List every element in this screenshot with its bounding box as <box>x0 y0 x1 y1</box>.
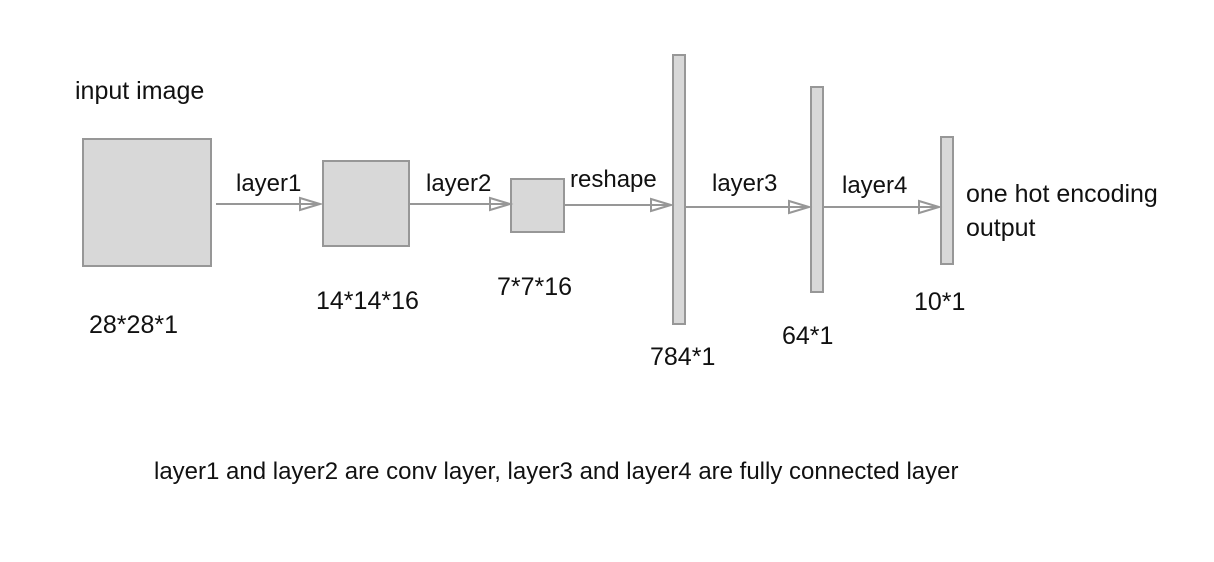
output-label-line1: one hot encoding <box>966 180 1158 208</box>
node-input-dim: 28*28*1 <box>89 311 178 339</box>
node-flat-dim: 784*1 <box>650 343 716 371</box>
edge-reshape <box>565 197 675 213</box>
node-conv2-box <box>510 178 565 233</box>
edge-layer1 <box>216 196 324 212</box>
edge-layer4 <box>824 199 943 215</box>
input-image-label: input image <box>75 77 205 105</box>
output-label-line2: output <box>966 214 1036 242</box>
edge-label-layer3: layer3 <box>712 170 778 197</box>
edge-label-layer1: layer1 <box>236 170 302 197</box>
node-fc1-box <box>810 86 824 293</box>
node-out-dim: 10*1 <box>914 288 966 316</box>
edge-label-layer2: layer2 <box>426 170 492 197</box>
node-conv2-dim: 7*7*16 <box>497 273 573 301</box>
edge-layer3 <box>686 199 813 215</box>
node-input-box <box>82 138 212 267</box>
diagram-caption: layer1 and layer2 are conv layer, layer3… <box>154 458 959 485</box>
edge-label-layer4: layer4 <box>842 172 908 199</box>
node-flat-box <box>672 54 686 325</box>
node-conv1-dim: 14*14*16 <box>316 287 419 315</box>
node-conv1-box <box>322 160 410 247</box>
node-out-box <box>940 136 954 265</box>
edge-layer2 <box>410 196 514 212</box>
edge-label-reshape: reshape <box>570 166 657 193</box>
node-fc1-dim: 64*1 <box>782 322 834 350</box>
